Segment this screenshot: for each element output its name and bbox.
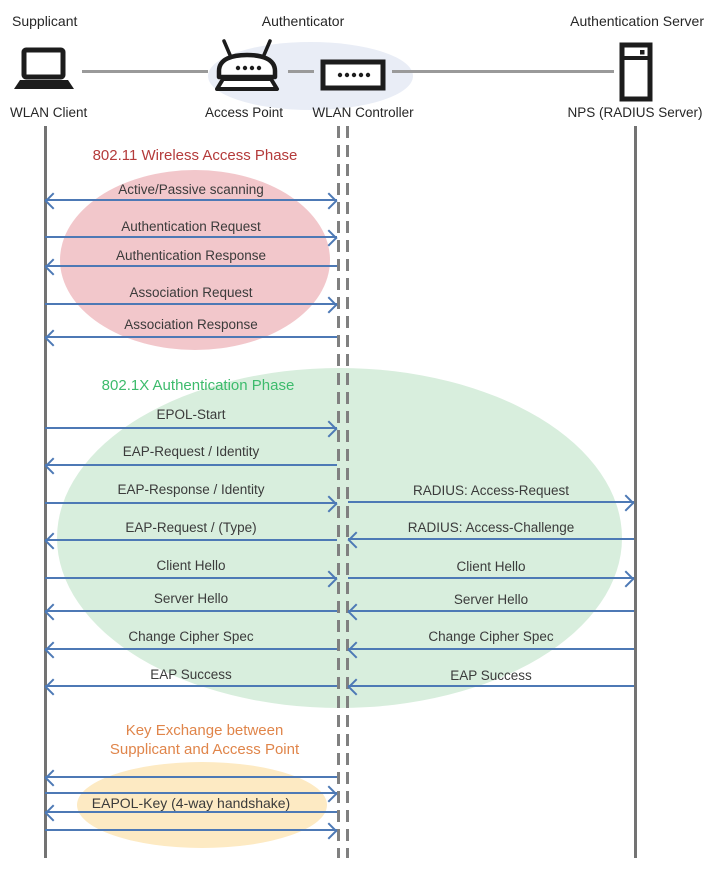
device-access-point: Access Point: [204, 105, 284, 120]
arrowhead-left-icon: [44, 769, 62, 787]
message-label: RADIUS: Access-Challenge: [407, 520, 575, 535]
message-label: RADIUS: Access-Request: [412, 483, 570, 498]
message-arrow: [44, 457, 337, 475]
phase1-title: 802.11 Wireless Access Phase: [92, 147, 298, 164]
role-supplicant: Supplicant: [12, 13, 78, 29]
message-arrow: [45, 785, 338, 803]
connector-controller-server: [392, 70, 614, 73]
message-label: Association Response: [124, 317, 258, 332]
wlan-controller-icon: [320, 59, 386, 91]
message-arrow: [347, 641, 634, 659]
message-arrow: [347, 531, 634, 549]
lifeline-supplicant: [44, 126, 47, 858]
role-authenticator: Authenticator: [261, 13, 345, 29]
message-label: Client Hello: [156, 558, 226, 573]
role-authentication-server: Authentication Server: [570, 13, 704, 29]
device-wlan-controller: WLAN Controller: [312, 105, 414, 120]
arrowhead-left-icon: [44, 457, 62, 475]
device-nps-radius-server: NPS (RADIUS Server): [567, 105, 703, 120]
message-label: EAP-Request / Identity: [122, 444, 260, 459]
message-label: EAP-Response / Identity: [117, 482, 265, 497]
lifeline-authenticator-dash-2: [346, 126, 349, 858]
phase2-title: 802.1X Authentication Phase: [101, 377, 295, 394]
message-label: Association Request: [129, 285, 253, 300]
message-arrow: [44, 532, 337, 550]
message-arrow: [348, 494, 635, 512]
message-arrow: [44, 804, 337, 822]
message-arrow: [45, 296, 338, 314]
message-label: EAP-Request / (Type): [125, 520, 257, 535]
message-arrow: [45, 229, 338, 247]
message-arrow: [44, 192, 338, 210]
message-label: Client Hello: [456, 559, 526, 574]
message-label: Active/Passive scanning: [118, 182, 264, 197]
arrowhead-left-icon: [44, 603, 62, 621]
message-arrow: [45, 570, 338, 588]
message-label: Server Hello: [453, 592, 529, 607]
arrowhead-left-icon: [44, 641, 62, 659]
message-arrow: [45, 420, 338, 438]
arrowhead-left-icon: [44, 329, 62, 347]
message-arrow: [44, 769, 337, 787]
message-arrow: [347, 678, 634, 696]
message-arrow: [348, 570, 635, 588]
message-arrow: [45, 822, 338, 840]
message-arrow: [45, 495, 338, 513]
server-icon: [619, 42, 653, 102]
connector-ap-controller: [288, 70, 314, 73]
lifeline-authenticator-dash-1: [337, 126, 340, 858]
device-wlan-client: WLAN Client: [10, 105, 88, 120]
phase3-title-line1: Key Exchange between: [125, 722, 284, 739]
message-label: EAP Success: [450, 668, 532, 683]
message-label: EAP Success: [150, 667, 232, 682]
message-label: Change Cipher Spec: [428, 629, 554, 644]
message-label: Change Cipher Spec: [128, 629, 254, 644]
message-label: EAPOL-Key (4-way handshake): [91, 795, 291, 811]
message-label: Authentication Response: [115, 248, 267, 263]
laptop-icon: [13, 47, 75, 92]
arrowhead-right-icon: [320, 822, 338, 840]
lifeline-auth-server: [634, 126, 637, 858]
message-label: Server Hello: [153, 591, 229, 606]
phase3-title-line2: Supplicant and Access Point: [109, 741, 300, 758]
message-arrow: [44, 641, 337, 659]
message-arrow: [44, 329, 337, 347]
message-arrow: [347, 603, 634, 621]
connector-client-ap: [82, 70, 208, 73]
message-label: Authentication Request: [121, 219, 261, 234]
access-point-icon: [210, 38, 284, 96]
message-arrow: [44, 678, 337, 696]
message-arrow: [44, 603, 337, 621]
message-arrow: [44, 258, 337, 276]
phase3-title: Key Exchange between Supplicant and Acce…: [94, 721, 315, 759]
message-label: EPOL-Start: [156, 407, 226, 422]
